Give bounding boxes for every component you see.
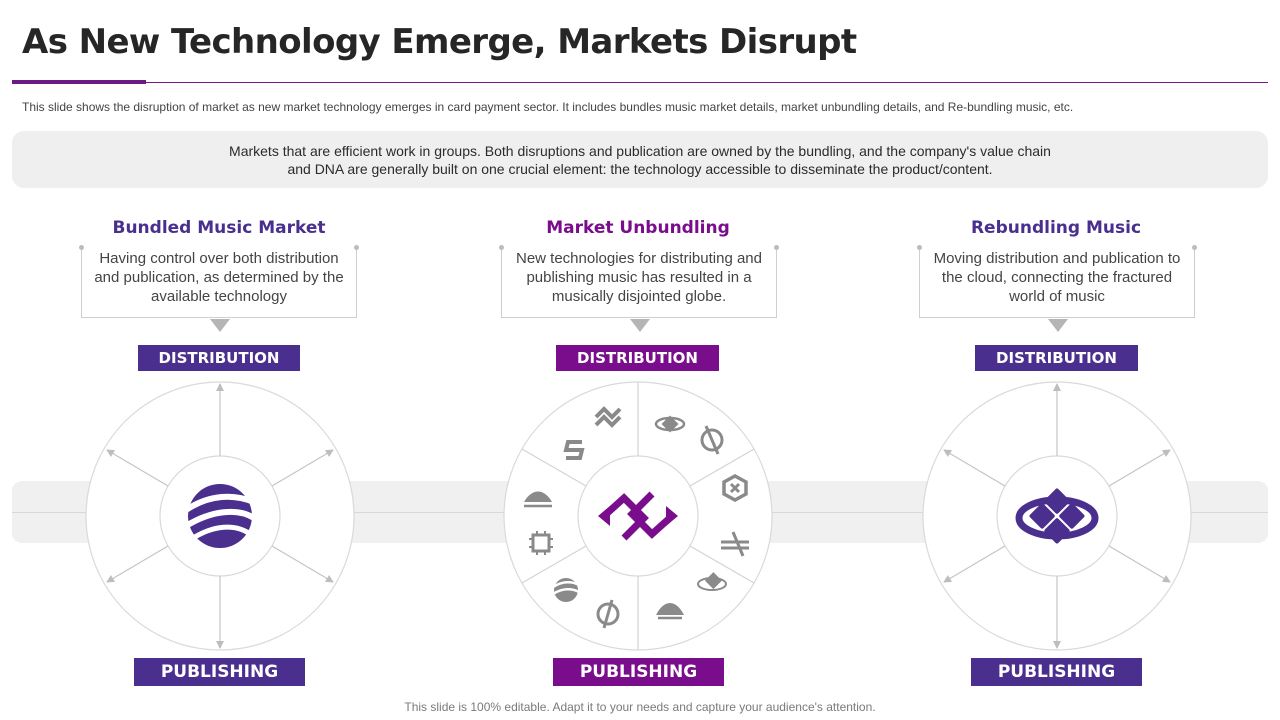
diamond-eye-icon <box>654 415 686 433</box>
description-text: Moving distribution and publication to t… <box>933 250 1181 305</box>
striped-globe-icon <box>184 484 256 548</box>
column-title: Market Unbundling <box>546 218 730 238</box>
striped-globe-icon <box>552 578 580 602</box>
publishing-label: PUBLISHING <box>971 658 1142 686</box>
s-shape-icon <box>563 440 585 460</box>
distribution-label: DISTRIBUTION <box>975 345 1138 371</box>
unbundling-wheel <box>503 381 773 651</box>
wave-icon <box>656 603 684 620</box>
distribution-label: DISTRIBUTION <box>138 345 300 371</box>
summary-panel: Markets that are efficient work in group… <box>12 131 1268 188</box>
footer-note: This slide is 100% editable. Adapt it to… <box>404 700 876 714</box>
hexagon-icon <box>722 474 748 502</box>
distribution-label: DISTRIBUTION <box>556 345 719 371</box>
zigzag-arrow-icon <box>594 406 622 428</box>
summary-text: Markets that are efficient work in group… <box>229 143 1051 177</box>
description-text: Having control over both distribution an… <box>94 250 344 305</box>
publishing-label: PUBLISHING <box>553 658 724 686</box>
description-box: Moving distribution and publication to t… <box>917 245 1197 332</box>
description-text: New technologies for distributing and pu… <box>516 250 762 305</box>
pointer-icon <box>630 319 650 332</box>
crossed-arrows-icon <box>721 531 749 557</box>
slashed-circle-icon <box>700 425 724 455</box>
slashed-circle-icon <box>596 599 620 629</box>
wave-icon <box>524 491 552 508</box>
page-title: As New Technology Emerge, Markets Disrup… <box>22 22 857 62</box>
description-box: New technologies for distributing and pu… <box>499 245 779 332</box>
interlocking-arrows-icon <box>598 491 678 541</box>
bundled-wheel <box>85 381 355 651</box>
title-accent-bar <box>12 80 146 84</box>
pointer-icon <box>1048 319 1068 332</box>
diamond-cluster-icon <box>1015 488 1099 544</box>
column-title: Rebundling Music <box>970 218 1142 238</box>
column-title: Bundled Music Market <box>112 218 326 238</box>
title-divider <box>12 82 1268 83</box>
rebundling-wheel <box>922 381 1192 651</box>
chip-icon <box>529 531 553 555</box>
slide-subtitle: This slide shows the disruption of marke… <box>22 100 1074 114</box>
description-box: Having control over both distribution an… <box>79 245 359 332</box>
pointer-icon <box>210 319 230 332</box>
publishing-label: PUBLISHING <box>134 658 305 686</box>
